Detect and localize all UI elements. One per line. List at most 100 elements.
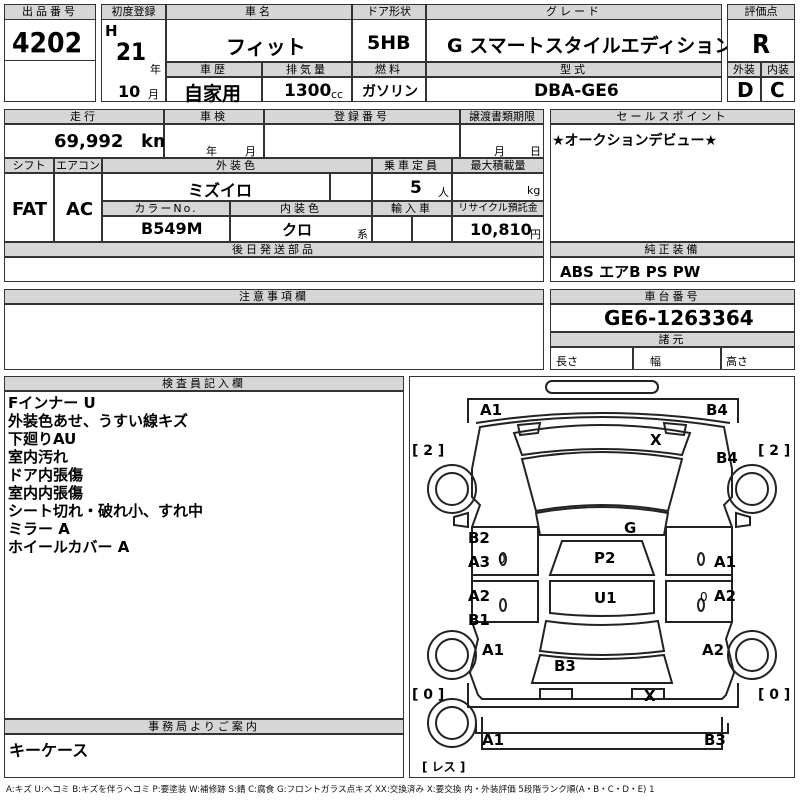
ext-color-cell bbox=[102, 173, 330, 201]
recycle-header: リサイクル預託金 bbox=[452, 201, 544, 216]
wheel-front-right-inner bbox=[735, 472, 769, 506]
color-no-header: カラーNo. bbox=[102, 201, 230, 216]
spare-label: [ レス ] bbox=[422, 760, 465, 774]
year-unit: 年 bbox=[150, 63, 161, 76]
hood bbox=[512, 424, 692, 457]
ext-color-header: 外装色 bbox=[102, 158, 372, 173]
inspection-header: 車検 bbox=[164, 109, 264, 124]
capacity-header: 乗車定員 bbox=[372, 158, 452, 173]
later-parts-header: 後日発送部品 bbox=[4, 242, 544, 257]
transfer-header: 譲渡書類期限 bbox=[460, 109, 544, 124]
inspector-note-line: 室内内張傷 bbox=[8, 484, 84, 502]
mark-left-rear-door-1: A2 bbox=[468, 587, 490, 605]
era: H bbox=[105, 22, 118, 40]
score-header: 評価点 bbox=[727, 4, 795, 20]
inspector-note-line: 室内汚れ bbox=[8, 448, 69, 466]
length-cell bbox=[550, 347, 633, 370]
year: 21 bbox=[116, 38, 147, 66]
transfer-month-unit: 月 bbox=[494, 145, 505, 158]
rear-right-lamp bbox=[631, 688, 665, 700]
model-code: DBA-GE6 bbox=[534, 81, 619, 101]
inspector-note-line: Fインナー U bbox=[8, 394, 96, 412]
mark-left-rear-fender: A1 bbox=[482, 641, 504, 659]
mark-right-rear-fender: A2 bbox=[702, 641, 724, 659]
int-color-cell bbox=[230, 216, 372, 242]
spare-wheel-inner bbox=[435, 706, 469, 740]
left-front-handle bbox=[499, 552, 507, 566]
ext-color: ミズイロ bbox=[188, 181, 253, 200]
fuel-cell bbox=[352, 77, 426, 102]
inspection-month-unit: 月 bbox=[245, 145, 256, 158]
mileage: 69,992 bbox=[54, 131, 124, 152]
left-rear-handle bbox=[499, 598, 507, 612]
width-label: 幅 bbox=[650, 355, 661, 368]
mark-left-front-door-2: A3 bbox=[468, 553, 490, 571]
car-diagram-panel: A1 B4 B4 X G B2 A3 A2 B1 A1 A2 A1 A2 P2 … bbox=[409, 376, 795, 778]
windshield bbox=[520, 451, 684, 513]
equipment-cell bbox=[550, 257, 795, 282]
mark-rear-seat: U1 bbox=[594, 589, 617, 607]
aircon-cell bbox=[54, 173, 102, 242]
color-no: B549M bbox=[141, 219, 203, 238]
inspector-note-line: ミラー A bbox=[8, 520, 70, 538]
rear-lower-outline bbox=[481, 717, 723, 750]
height-label: 高さ bbox=[726, 355, 748, 368]
front-scale-bar bbox=[545, 380, 659, 394]
front-seat bbox=[548, 540, 656, 576]
transfer-cell bbox=[460, 124, 544, 158]
import-cell-b bbox=[412, 216, 452, 242]
door-type: 5HB bbox=[367, 32, 411, 54]
divider bbox=[4, 60, 96, 61]
wheel-label-rear-right: [ 0 ] bbox=[758, 687, 790, 703]
history-cell bbox=[166, 77, 262, 102]
max-load-cell bbox=[452, 173, 544, 201]
mark-right-fender: B4 bbox=[716, 449, 738, 467]
roof-front bbox=[534, 506, 670, 536]
displacement-cell bbox=[262, 77, 352, 102]
wheel-rear-left bbox=[427, 630, 477, 680]
import-cell-a bbox=[372, 216, 412, 242]
interior-cell bbox=[761, 77, 795, 102]
inspector-note-line: 外装色あせ、うすい線キズ bbox=[8, 412, 189, 430]
sales-point: ★オークションデビュー★ bbox=[552, 133, 718, 149]
inspection-year-unit: 年 bbox=[206, 145, 217, 158]
recycle-fee: 10,810 bbox=[470, 220, 532, 239]
transfer-day-unit: 日 bbox=[530, 145, 541, 158]
max-load-unit: kg bbox=[527, 184, 541, 197]
left-front-door bbox=[472, 526, 539, 576]
max-load-header: 最大積載量 bbox=[452, 158, 544, 173]
mark-rear-right: B3 bbox=[704, 731, 726, 749]
later-parts-cell bbox=[4, 257, 544, 282]
rear-bumper bbox=[467, 683, 739, 708]
shift-cell bbox=[4, 173, 54, 242]
mark-hood: X bbox=[650, 431, 662, 449]
int-color: クロ bbox=[282, 221, 313, 239]
wheel-front-left bbox=[427, 464, 477, 514]
car-name-header: 車名 bbox=[166, 4, 352, 20]
ext-color-extra-cell bbox=[330, 173, 372, 201]
equipment-header: 純正装備 bbox=[550, 242, 795, 257]
spare-wheel bbox=[427, 698, 477, 748]
shift-header: シフト bbox=[4, 158, 54, 173]
int-color-unit: 系 bbox=[357, 228, 368, 241]
aircon-header: エアコン bbox=[54, 158, 102, 173]
rear-left-lamp bbox=[539, 688, 573, 700]
inspector-note-line: ホイールカバー A bbox=[8, 538, 130, 556]
wheel-label-front-right: [ 2 ] bbox=[758, 443, 790, 459]
car-diagram: A1 B4 B4 X G B2 A3 A2 B1 A1 A2 A1 A2 P2 … bbox=[412, 380, 790, 774]
right-mirror bbox=[735, 511, 751, 529]
wheel-label-rear-left: [ 0 ] bbox=[412, 687, 444, 703]
height-cell bbox=[721, 347, 795, 370]
mileage-cell bbox=[4, 124, 164, 158]
mark-small-left: 0 bbox=[498, 552, 506, 566]
mark-right-front-door: A1 bbox=[714, 553, 736, 571]
capacity-cell bbox=[372, 173, 452, 201]
mark-left-front-door-1: B2 bbox=[468, 529, 490, 547]
inspector-header: 検査員記入欄 bbox=[4, 376, 404, 391]
interior-header: 内装 bbox=[761, 62, 795, 77]
capacity-unit: 人 bbox=[438, 186, 449, 199]
month: 10 bbox=[118, 82, 141, 101]
inspector-note-line: シート切れ・破れ小、すれ中 bbox=[8, 502, 204, 520]
inspector-note-line: ドア内張傷 bbox=[8, 466, 84, 484]
mark-rear-bumper: X bbox=[644, 687, 656, 705]
